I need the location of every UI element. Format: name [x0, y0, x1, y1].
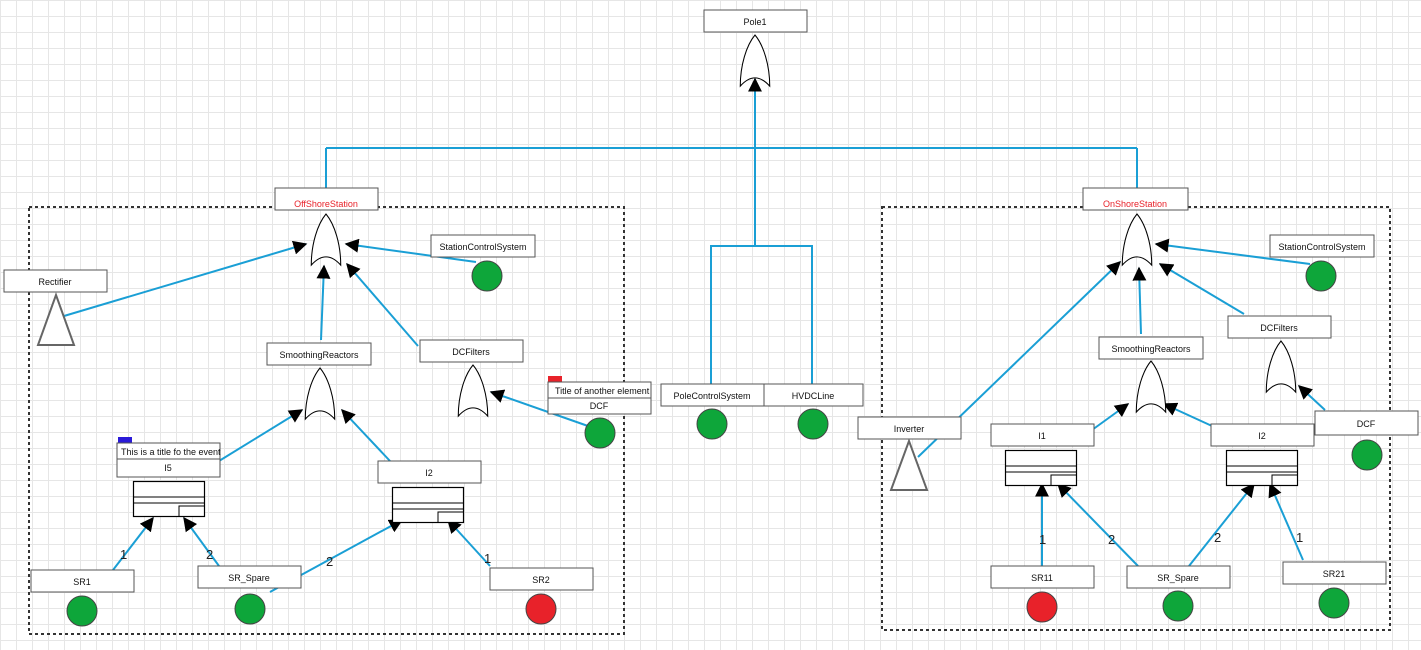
basic-event-ok-icon[interactable]	[1305, 260, 1337, 292]
top-event-pole1[interactable]: Pole1	[703, 9, 808, 33]
offshore-station-event[interactable]: OffShoreStation	[274, 187, 379, 211]
event-label: I2	[425, 468, 433, 478]
onshore-i2-event[interactable]: I2	[1210, 423, 1315, 447]
offshore-dcfilters-event[interactable]: DCFilters	[419, 339, 524, 363]
onshore-dcfilters-event[interactable]: DCFilters	[1227, 315, 1332, 339]
or-gate-icon[interactable]	[310, 213, 342, 266]
offshore-title: OffShoreStation	[294, 199, 358, 209]
offshore-station-control-event[interactable]: StationControlSystem	[430, 234, 536, 258]
basic-event-ok-icon[interactable]	[471, 260, 503, 292]
offshore-sr2-event[interactable]: SR2	[489, 567, 594, 591]
or-gate-icon[interactable]	[304, 367, 336, 420]
offshore-sr1-event[interactable]: SR1	[30, 569, 135, 593]
inverter-event[interactable]: Inverter	[857, 416, 962, 440]
basic-event-ok-icon[interactable]	[1318, 587, 1350, 619]
event-label: DCF	[590, 401, 609, 411]
event-label: I1	[1038, 431, 1046, 441]
hvdc-line-label: HVDCLine	[792, 391, 835, 401]
basic-event-ok-icon[interactable]	[696, 408, 728, 440]
basic-event-ok-icon[interactable]	[584, 417, 616, 449]
pole-control-system-event[interactable]: PoleControlSystem	[660, 383, 765, 407]
event-label: DCF	[1357, 419, 1376, 429]
onshore-sr-spare-event[interactable]: SR_Spare	[1126, 565, 1231, 589]
onshore-smoothing-reactors-event[interactable]: SmoothingReactors	[1098, 336, 1204, 360]
event-label: StationControlSystem	[1278, 242, 1365, 252]
onshore-station-control-event[interactable]: StationControlSystem	[1269, 234, 1375, 258]
basic-event-ok-icon[interactable]	[1162, 590, 1194, 622]
basic-event-failed-icon[interactable]	[525, 593, 557, 625]
event-label: SR_Spare	[1157, 573, 1199, 583]
weight-label: 1	[484, 551, 491, 566]
event-label: StationControlSystem	[439, 242, 526, 252]
tag-color-icon	[118, 437, 132, 444]
event-label: Rectifier	[38, 277, 71, 287]
basic-event-ok-icon[interactable]	[1351, 439, 1383, 471]
event-note: Title of another element	[555, 386, 650, 396]
event-label: SR11	[1031, 573, 1053, 583]
vote-weights: 1 2 2 1 1 2 2 1	[120, 530, 1303, 569]
or-gate-icon[interactable]	[1265, 340, 1297, 393]
or-gate-icon[interactable]	[457, 364, 489, 417]
onshore-dcf-event[interactable]: DCF	[1314, 410, 1419, 436]
voting-gate-icon[interactable]	[1004, 449, 1078, 487]
offshore-i5-event[interactable]: This is a title fo the event I5	[116, 442, 221, 478]
weight-label: 2	[206, 547, 213, 562]
voting-gate-icon[interactable]	[1225, 449, 1299, 487]
event-label: I5	[164, 463, 172, 473]
onshore-sr11-event[interactable]: SR11	[990, 565, 1095, 589]
or-gate-icon[interactable]	[739, 34, 771, 87]
event-note: This is a title fo the event	[121, 447, 221, 457]
offshore-dcf-event[interactable]: Title of another element DCF	[547, 381, 652, 415]
event-label: SR1	[73, 577, 91, 587]
weight-label: 2	[1214, 530, 1221, 545]
weight-label: 2	[326, 554, 333, 569]
onshore-station-event[interactable]: OnShoreStation	[1082, 187, 1189, 211]
event-label: SmoothingReactors	[1111, 344, 1191, 354]
top-event-label: Pole1	[743, 17, 766, 27]
hvdc-line-event[interactable]: HVDCLine	[763, 383, 864, 407]
event-label: DCFilters	[1260, 323, 1298, 333]
voting-gate-icon[interactable]	[391, 486, 465, 524]
basic-event-ok-icon[interactable]	[797, 408, 829, 440]
connector-lines	[63, 77, 1326, 593]
tag-color-icon	[548, 376, 562, 383]
pole-control-label: PoleControlSystem	[673, 391, 750, 401]
event-label: SmoothingReactors	[279, 350, 359, 360]
offshore-group-frame	[28, 206, 625, 635]
rectifier-event[interactable]: Rectifier	[3, 269, 108, 293]
basic-event-failed-icon[interactable]	[1026, 591, 1058, 623]
weight-label: 2	[1108, 532, 1115, 547]
offshore-i2-event[interactable]: I2	[377, 460, 482, 484]
onshore-sr21-event[interactable]: SR21	[1282, 561, 1387, 585]
weight-label: 1	[1296, 530, 1303, 545]
event-label: Inverter	[894, 424, 925, 434]
or-gate-icon[interactable]	[1121, 213, 1153, 266]
transfer-triangle-icon[interactable]	[36, 292, 76, 346]
event-label: DCFilters	[452, 347, 490, 357]
offshore-smoothing-reactors-event[interactable]: SmoothingReactors	[266, 342, 372, 366]
voting-gate-icon[interactable]	[132, 480, 206, 518]
offshore-sr-spare-event[interactable]: SR_Spare	[197, 565, 302, 589]
event-label: SR2	[532, 575, 550, 585]
event-label: I2	[1258, 431, 1266, 441]
event-label: SR21	[1323, 569, 1346, 579]
transfer-triangle-icon[interactable]	[889, 438, 929, 491]
weight-label: 1	[1039, 532, 1046, 547]
onshore-i1-event[interactable]: I1	[990, 423, 1095, 447]
or-gate-icon[interactable]	[1135, 360, 1167, 413]
basic-event-ok-icon[interactable]	[234, 593, 266, 625]
basic-event-ok-icon[interactable]	[66, 595, 98, 627]
event-label: SR_Spare	[228, 573, 270, 583]
onshore-title: OnShoreStation	[1103, 199, 1167, 209]
weight-label: 1	[120, 547, 127, 562]
